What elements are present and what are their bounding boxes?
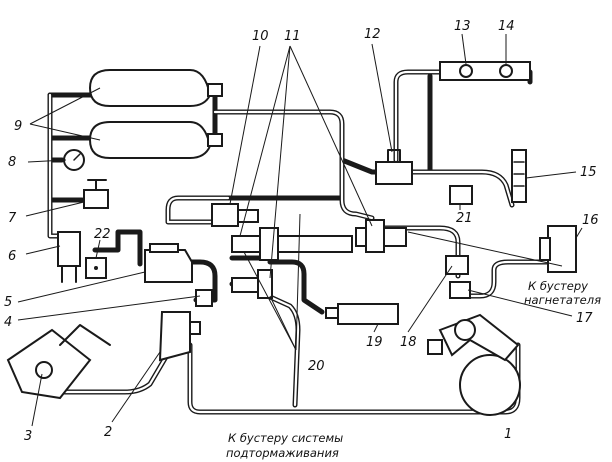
air-filter-housing (144, 243, 193, 283)
label-12: 12 (364, 27, 381, 42)
pressure-gauge (63, 149, 85, 171)
label-10: 10 (252, 29, 269, 44)
label-2: 2 (104, 425, 112, 440)
pressure-switch (85, 257, 107, 279)
pipe-up-to-gauges (393, 69, 443, 163)
part-number-labels: 1 2 3 4 5 6 7 8 9 10 11 12 13 14 15 16 1… (4, 19, 599, 444)
foot-brake-valve (6, 324, 111, 400)
control-valve-middle (231, 227, 353, 261)
label-8: 8 (8, 155, 16, 170)
air-cylinder-lower (88, 121, 223, 159)
label-9: 9 (14, 119, 22, 134)
check-valve-lower (449, 281, 471, 299)
moisture-trap (158, 311, 201, 362)
shutoff-valve (83, 179, 109, 209)
leader-lines (17, 33, 583, 427)
pressure-regulator (375, 149, 413, 185)
air-cylinder-upper (88, 69, 223, 107)
label-21: 21 (456, 211, 473, 226)
caption-supercharger-line1: К бустеру (528, 279, 588, 293)
label-19: 19 (366, 335, 383, 350)
label-1: 1 (504, 427, 512, 442)
label-17: 17 (576, 311, 593, 326)
pipe-upper-cylinders (47, 92, 98, 141)
pressure-indicator (511, 149, 527, 203)
control-valve-upper (211, 203, 259, 227)
pipe-filter-to-tank (182, 259, 218, 303)
label-14: 14 (498, 19, 515, 34)
label-4: 4 (4, 315, 12, 330)
check-valve-upper (445, 255, 469, 275)
pipe-to-filter5 (92, 229, 143, 267)
captions: К бустеру нагнетателя К бустеру системы … (226, 279, 601, 460)
label-18: 18 (400, 335, 417, 350)
water-separator (57, 231, 81, 283)
pipe-network-inner (48, 70, 550, 414)
label-15: 15 (580, 165, 597, 180)
label-22: 22 (94, 227, 111, 242)
unloader-box (449, 185, 473, 205)
label-3: 3 (24, 429, 32, 444)
label-13: 13 (454, 19, 471, 34)
caption-braking-line2: подтормаживания (226, 446, 339, 460)
label-7: 7 (8, 211, 17, 226)
relay-cylinder (325, 303, 399, 325)
caption-braking-line1: К бустеру системы (228, 431, 343, 445)
label-16: 16 (582, 213, 599, 228)
filter-fitting (195, 289, 213, 307)
supercharger-booster (539, 225, 577, 273)
caption-supercharger-line2: нагнетателя (524, 293, 601, 307)
label-20: 20 (308, 359, 325, 374)
label-5: 5 (4, 295, 12, 310)
compressor (427, 313, 521, 416)
top-gauge-rail (439, 61, 531, 81)
label-11: 11 (284, 29, 301, 44)
control-valve-right (355, 219, 407, 253)
pipe-to-relay19 (267, 259, 325, 315)
control-valve-lower (231, 269, 273, 299)
label-6: 6 (8, 249, 16, 264)
